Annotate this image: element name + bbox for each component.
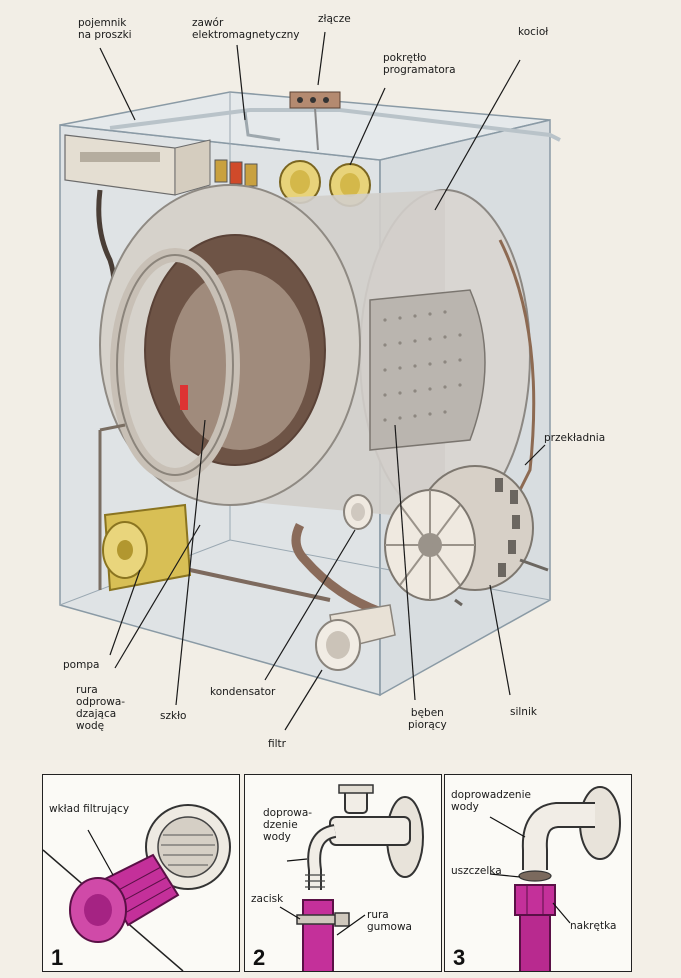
- label-drum: bęben piorący: [408, 707, 447, 731]
- label-motor: silnik: [510, 706, 537, 718]
- label-water-inlet-3: doprowadzenie wody: [451, 789, 531, 813]
- washing-machine-illustration: [59, 31, 561, 731]
- panel-2-water-inlet: doprowa- dzenie wody zacisk rura gumowa …: [244, 774, 442, 972]
- filter-housing: [315, 604, 396, 671]
- label-capacitor: kondensator: [210, 686, 276, 698]
- capacitor: [343, 494, 373, 530]
- panel-2-number: 2: [253, 945, 266, 970]
- panel-1-number: 1: [51, 945, 64, 970]
- door-assembly: [99, 184, 361, 506]
- label-water-inlet-2: doprowa- dzenie wody: [263, 807, 313, 843]
- perforated-drum: [369, 289, 486, 451]
- label-glass: szkło: [160, 710, 187, 722]
- label-rubber-hose: rura gumowa: [367, 909, 412, 933]
- label-detergent-drawer: pojemnik na proszki: [78, 17, 132, 41]
- detergent-drawer: [64, 134, 211, 196]
- label-programmer-knob: pokrętło programatora: [383, 52, 456, 76]
- pump: [102, 503, 192, 592]
- label-gasket: uszczelka: [451, 865, 502, 877]
- connector-block: [289, 91, 341, 151]
- label-connector: złącze: [318, 13, 351, 25]
- label-drain-pipe: rura odprowa- dzająca wodę: [76, 684, 126, 732]
- panel-2-illustration: [279, 784, 424, 971]
- label-nut: nakrętka: [570, 920, 617, 932]
- panel-1-filter-insert: wkład filtrujący 1: [42, 774, 240, 972]
- label-filter-insert: wkład filtrujący: [49, 803, 130, 815]
- panel-3-number: 3: [453, 945, 466, 970]
- label-solenoid-valve: zawór elektromagnetyczny: [192, 17, 300, 41]
- control-buttons: [214, 159, 258, 187]
- panel-3-illustration: [489, 786, 621, 971]
- label-pump: pompa: [63, 659, 100, 671]
- leader-lines: [99, 31, 546, 731]
- motor: [384, 465, 534, 601]
- label-tub: kocioł: [518, 26, 549, 38]
- panel-1-illustration: [43, 804, 231, 971]
- label-transmission: przekładnia: [544, 432, 606, 444]
- label-filter: filtr: [268, 738, 286, 750]
- panel-3-hose-connection: doprowadzenie wody uszczelka nakrętka 3: [444, 774, 632, 972]
- label-clamp: zacisk: [251, 893, 284, 905]
